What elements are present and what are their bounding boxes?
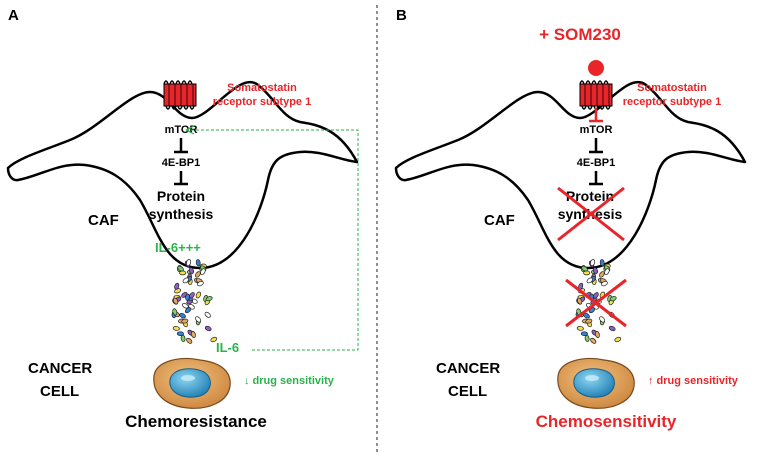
- caf-membrane: [394, 81, 747, 270]
- drug-label: + SOM230: [539, 25, 621, 44]
- secretion-particle: [593, 292, 599, 299]
- sensitivity-label: ↓ drug sensitivity: [244, 375, 335, 387]
- secretion-particle: [195, 316, 202, 323]
- drug-molecule: [588, 60, 604, 76]
- receptor-label-line2: receptor subtype 1: [623, 96, 721, 108]
- secretion-particle: [186, 337, 193, 344]
- secretion-particle: [590, 259, 596, 267]
- cancer-label-line2: CELL: [40, 383, 79, 400]
- feedback-arrowhead: [185, 125, 195, 135]
- caf-membrane: [6, 81, 359, 270]
- 4ebp1-label: 4E-BP1: [577, 157, 616, 169]
- secretion-particle: [583, 270, 591, 276]
- secretion-particle: [195, 259, 201, 267]
- mtor-label: mTOR: [165, 124, 198, 136]
- inhibition-arrow-1: [174, 138, 188, 154]
- secretion-particle: [594, 331, 600, 338]
- secretion-particle: [188, 267, 194, 275]
- secretion-particle: [189, 292, 195, 299]
- secretion-particle: [608, 325, 616, 332]
- cross-mark-synthesis: [557, 186, 625, 242]
- secretion-particle: [205, 296, 213, 302]
- secretion-particle: [586, 277, 593, 284]
- secretion-particle: [204, 311, 211, 318]
- secretion-particle: [179, 270, 187, 276]
- protein-line1: Protein: [566, 188, 614, 204]
- feedback-loop: [186, 129, 359, 351]
- cancer-label-line1: CANCER: [436, 360, 500, 377]
- 4ebp1-label: 4E-BP1: [162, 157, 201, 169]
- outcome-label: Chemoresistance: [125, 412, 267, 431]
- panel-a-letter: A: [8, 7, 19, 24]
- cancer-cell-icon: [557, 357, 635, 409]
- secretion-particle: [197, 280, 204, 287]
- protein-line2: synthesis: [149, 206, 214, 222]
- panel-a: A Somatostatin receptor subtype 1 mTOR 4…: [6, 7, 359, 431]
- secretion-particle: [177, 265, 184, 272]
- secretion-particle: [576, 326, 584, 331]
- secretion-particle: [172, 326, 180, 331]
- secretion-particle: [580, 331, 588, 337]
- cancer-label-line1: CANCER: [28, 360, 92, 377]
- secretion-particle: [581, 265, 588, 272]
- sensitivity-label: ↑ drug sensitivity: [648, 375, 739, 387]
- drug-inhibition-arrow: [589, 108, 603, 123]
- secretion-particle: [609, 296, 617, 302]
- secretion-particles: [171, 259, 218, 344]
- cancer-cell-icon: [153, 357, 231, 409]
- il6-high-label: IL-6+++: [155, 240, 201, 255]
- caf-label: CAF: [88, 212, 119, 229]
- secretion-particle: [604, 268, 610, 275]
- mtor-label: mTOR: [580, 124, 613, 136]
- secretion-particle: [599, 271, 605, 278]
- inhibition-arrow-2: [589, 171, 603, 186]
- secretion-particle: [200, 268, 206, 275]
- secretion-particle: [172, 297, 179, 305]
- secretion-particle: [184, 307, 192, 314]
- protein-line1: Protein: [157, 188, 205, 204]
- secretion-particle: [576, 297, 583, 305]
- caf-label: CAF: [484, 212, 515, 229]
- secretion-particle: [190, 331, 196, 338]
- secretion-particle: [179, 312, 186, 319]
- secretion-particle: [176, 331, 184, 337]
- receptor-icon: [579, 80, 613, 110]
- secretion-particle: [186, 259, 192, 267]
- secretion-particle: [181, 318, 189, 324]
- secretion-particle: [182, 277, 189, 284]
- secretion-particle: [195, 271, 201, 278]
- panel-b: B + SOM230 Somatostatin receptor subtype…: [394, 7, 747, 431]
- secretion-particle: [592, 267, 598, 275]
- receptor-label-line1: Somatostatin: [637, 82, 707, 94]
- il6-label: IL-6: [216, 340, 239, 355]
- secretion-particle: [174, 282, 180, 290]
- receptor-label-line2: receptor subtype 1: [213, 96, 311, 108]
- secretion-particle: [195, 291, 202, 299]
- receptor-label-line1: Somatostatin: [227, 82, 297, 94]
- inhibition-arrow-2: [174, 171, 188, 186]
- secretion-particle: [585, 318, 593, 324]
- secretion-particle: [590, 337, 597, 344]
- inhibition-arrow-1: [589, 138, 603, 154]
- receptor-icon: [163, 80, 197, 110]
- secretion-particle: [204, 325, 212, 332]
- secretion-particle: [601, 280, 608, 287]
- secretion-particle: [599, 316, 606, 323]
- secretion-particle: [599, 259, 605, 267]
- cross-mark-secretion: [565, 278, 627, 328]
- secretion-particle: [614, 336, 622, 343]
- secretion-particle: [210, 336, 218, 343]
- outcome-label: Chemosensitivity: [536, 412, 677, 431]
- cancer-label-line2: CELL: [448, 383, 487, 400]
- panel-b-letter: B: [396, 7, 407, 24]
- secretion-particle: [172, 308, 178, 316]
